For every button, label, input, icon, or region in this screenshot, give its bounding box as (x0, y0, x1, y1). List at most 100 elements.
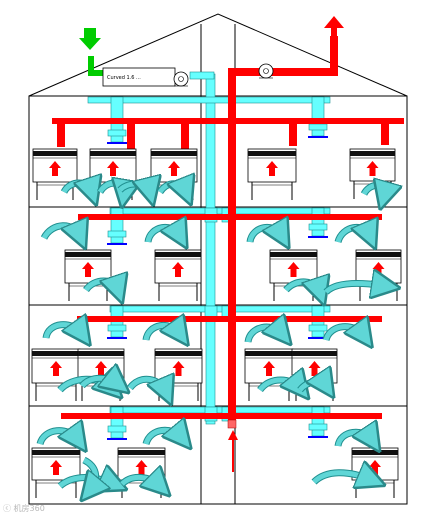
cold-air-drop-flange (107, 230, 127, 238)
hot-air-riser-cap (227, 419, 237, 429)
cabinet-top-band (352, 450, 398, 455)
hot-air-return-stub (57, 124, 65, 147)
curved-arrow-icon (143, 325, 180, 340)
server-cabinet (349, 148, 396, 199)
cold-air-distribution-duct (109, 207, 331, 215)
curved-arrow-icon (143, 430, 182, 444)
red-up-arrow-icon (324, 16, 344, 36)
diffuser (308, 436, 328, 438)
curved-arrow-icon (361, 185, 385, 196)
red-up-arrow-icon (366, 161, 379, 176)
cabinet-top-band (270, 252, 317, 257)
red-up-arrow-icon (107, 161, 119, 176)
cold-air-distribution-duct (87, 96, 331, 104)
hot-air-roof-run (236, 68, 336, 76)
cold-air-drop (311, 406, 325, 437)
curved-arrow-icon (312, 473, 372, 482)
diffuser (107, 142, 127, 144)
curved-arrow-icon (335, 432, 372, 446)
watermark: ⓒ 机房360 (3, 504, 45, 513)
hot-air-return-stub (127, 124, 135, 150)
cold-air-drop (110, 406, 124, 439)
cabinet-top-band (90, 151, 136, 156)
curved-arrow-icon (335, 227, 370, 242)
curved-arrow-icon (61, 183, 92, 192)
cabinet-top-band (33, 151, 77, 156)
building-outline (28, 95, 408, 505)
cold-air-drop-flange (308, 423, 328, 431)
cabinet-top-band (245, 351, 293, 356)
cold-air-drop-flange (107, 129, 127, 137)
red-up-arrow-icon (82, 262, 94, 277)
fan-icon-hub (263, 68, 269, 74)
red-up-arrow-icon (263, 361, 275, 376)
curved-arrow-icon (80, 378, 118, 386)
server-cabinet (32, 148, 78, 200)
cold-air-drop (311, 207, 325, 237)
airflow-arrows (36, 183, 386, 490)
cold-air-drop-flange (107, 425, 127, 433)
red-up-arrow-icon (168, 161, 180, 176)
cold-air-drop-flange (308, 324, 328, 332)
diffuser (308, 136, 328, 138)
cold-air-distribution-duct (109, 305, 331, 313)
hot-air-return-stub (289, 124, 297, 146)
curved-arrow-icon (120, 477, 160, 486)
hot-air-return-stub (181, 124, 189, 150)
cold-air-drop (110, 207, 124, 244)
hot-air-collection-duct (52, 118, 404, 124)
cabinet-top-band (32, 450, 80, 455)
diffuser (308, 337, 328, 339)
red-up-arrow-icon (172, 262, 184, 277)
cabinet-top-band (155, 252, 201, 257)
green-down-arrow-icon (79, 28, 101, 50)
cabinet-top-band (292, 351, 337, 356)
server-cabinet (244, 348, 294, 401)
hot-air-return-stub (381, 124, 389, 145)
server-cabinet (291, 348, 338, 401)
curved-arrow-icon (298, 382, 326, 390)
roof-equipment: Curved 1.6 ... (79, 16, 344, 87)
curved-arrow-icon (43, 325, 82, 338)
server-cabinet (31, 348, 81, 401)
red-up-arrow-icon (172, 361, 185, 376)
cold-air-drop-flange (308, 123, 328, 131)
server-cabinet (355, 249, 402, 301)
diffuser (107, 337, 127, 339)
curved-arrow-icon (145, 227, 180, 242)
server-cabinet (154, 348, 203, 401)
cabinet-top-band (350, 151, 395, 156)
red-up-arrow-icon (50, 361, 62, 376)
hot-air-riser (228, 68, 236, 428)
cabinet-top-band (65, 252, 111, 257)
hot-air-exhaust-stack (330, 36, 338, 76)
hot-air-ducts (52, 36, 404, 472)
curved-arrow-icon (324, 284, 386, 292)
roof-outline (28, 13, 408, 97)
curved-arrow-icon (83, 281, 118, 290)
diffuser (107, 243, 127, 245)
server-cabinet (150, 148, 198, 200)
cabinet-top-band (155, 351, 202, 356)
curved-arrow-icon (118, 184, 150, 192)
cabinet-top-band (151, 151, 197, 156)
diffuser (107, 438, 127, 440)
red-up-arrow-icon (287, 262, 300, 277)
red-up-arrow-icon (266, 161, 278, 176)
diffuser (308, 236, 328, 238)
curved-arrow-icon (157, 184, 186, 192)
cold-air-distribution-duct (109, 406, 331, 414)
fresh-air-duct-elbow (88, 70, 104, 76)
cabinet-top-band (32, 351, 80, 356)
server-cabinet (89, 148, 137, 200)
server-cabinet (154, 249, 202, 301)
curved-arrow-icon (37, 431, 78, 444)
hot-air-collection-duct (61, 413, 382, 419)
cabinet-top-band (118, 450, 165, 455)
server-cabinet (247, 148, 297, 200)
curved-arrow-icon (84, 457, 96, 490)
server-cabinet (269, 249, 318, 301)
red-up-arrow-icon (228, 430, 238, 440)
fresh-air-duct (88, 56, 94, 76)
